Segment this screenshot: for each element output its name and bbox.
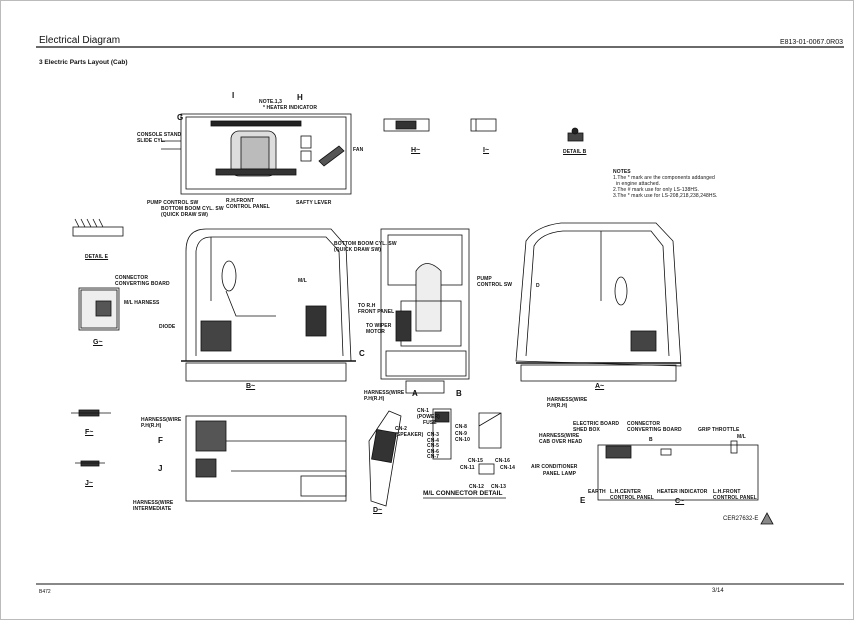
bottom-boom-label: BOTTOM BOOM CYL. SW (QUICK DRAW SW): [161, 206, 224, 218]
panel-lamp-label: PANEL LAMP: [543, 471, 577, 477]
cn16-label: CN-16: [495, 458, 510, 464]
cn8-label: CN-8: [455, 424, 468, 430]
view-a-label: A~: [595, 383, 605, 390]
view-c-label: C~: [675, 498, 685, 505]
fan-label: FAN: [353, 147, 364, 153]
cn9-label: CN-9: [455, 430, 468, 437]
figure-code: CER27632-E: [723, 516, 759, 522]
rear-harness-label: HARNESS(WIRE P.H(R.H): [547, 397, 588, 409]
section-marker-e: E: [580, 496, 586, 505]
front-harness-label: HARNESS(WIRE P.H(R.H): [364, 390, 405, 402]
section-marker-f: F: [158, 436, 163, 445]
ml-connector-detail-title: M/L CONNECTOR DETAIL: [423, 490, 503, 497]
note-1: 1.The * mark are the components addanged…: [613, 175, 715, 187]
section-heading: 3 Electric Parts Layout (Cab): [39, 59, 128, 66]
view-b-label: B~: [246, 383, 256, 390]
section-marker-d: D: [536, 283, 540, 289]
section-marker-i: I: [232, 91, 235, 100]
rh-front-panel-label: R.H.FRONT CONTROL PANEL: [226, 198, 270, 210]
top-view-drawing: [161, 113, 352, 195]
cn14-label: CN-14: [500, 465, 515, 471]
c-heater-indicator-label: HEATER INDICATOR: [657, 489, 708, 495]
cn12-label: CN-12: [469, 484, 484, 490]
g-ml-harness-label: M/L HARNESS: [124, 300, 160, 306]
floor-harness-intermediate-label: HARNESS(WIRE INTERMEDIATE: [133, 500, 174, 512]
c-connector-label: CONNECTOR CONVERTING BOARD: [627, 421, 682, 433]
side-ml-label: M/L: [298, 278, 307, 284]
floor-plan-drawing: [185, 415, 347, 502]
c-section-marker-b: B: [649, 437, 653, 443]
lh-center-panel-label: L.H.CENTER CONTROL PANEL: [610, 489, 654, 501]
section-marker-c: C: [359, 349, 365, 358]
front-view-drawing: [380, 228, 470, 394]
section-marker-j: J: [158, 464, 163, 473]
footer-code: B472: [39, 589, 51, 595]
c-view-drawing: [597, 440, 759, 501]
view-i-label: I~: [483, 147, 490, 154]
c-ml-label: M/L: [737, 434, 746, 440]
air-conditioner-label: AIR CONDITIONER: [531, 464, 578, 470]
section-marker-b: B: [456, 389, 462, 398]
cn1-label: CN-1 (POWER): [417, 408, 440, 420]
front-bottom-boom-label: BOTTOM BOOM CYL. SW (QUICK DRAW SW): [334, 241, 397, 253]
safty-lever-label: SAFTY LEVER: [296, 200, 332, 206]
view-f-label: F~: [85, 429, 94, 436]
detail-e-label: DETAIL E: [85, 254, 109, 260]
fuse-label: FUSE: [423, 420, 437, 426]
lh-front-panel-label: L.H.FRONT CONTROL PANEL: [713, 489, 757, 501]
cab-over-head-harness-label: HARNESS(WIRE CAB OVER HEAD: [539, 433, 583, 445]
section-marker-a: A: [412, 389, 418, 398]
diode-label: DIODE: [159, 324, 176, 330]
heater-indicator-label: * HEATER INDICATOR: [263, 105, 318, 111]
cn15-label: CN-15: [468, 458, 483, 464]
console-stand-label: CONSOLE STAND SLIDE CYL.: [137, 132, 182, 144]
electric-board-label: ELECTRIC BOARD SHED BOX: [573, 421, 620, 433]
document-code: E813-01-0067.0R03: [779, 39, 843, 46]
cn3-7-label: CN-3 CN-4 CN-5 CN-6 CN-7: [427, 432, 440, 460]
view-h-label: H~: [411, 147, 421, 154]
cn2-label: CN-2 (SPEAKER): [395, 426, 424, 438]
pump-control-label: PUMP CONTROL SW: [147, 200, 199, 206]
to-wiper-motor-label: TO WIPER MOTOR: [366, 323, 392, 335]
notes-title: NOTES: [613, 169, 631, 175]
g-connector-label: CONNECTOR CONVERTING BOARD: [115, 275, 170, 287]
to-rh-front-panel-label: TO R.H FRONT PANEL: [358, 303, 395, 315]
page-title: Electrical Diagram: [39, 35, 121, 46]
front-pump-label: PUMP CONTROL SW: [477, 276, 513, 288]
cn11-label: CN-11: [460, 464, 475, 471]
note-3: 3.The * mark use for LS-208,218,238,248H…: [613, 193, 718, 199]
grip-throttle-label: GRIP THROTTLE: [698, 427, 740, 433]
view-g-label: G~: [93, 339, 103, 346]
section-marker-h: H: [297, 93, 303, 102]
view-j-label: J~: [85, 480, 93, 487]
detail-b-label: DETAIL B: [563, 149, 587, 155]
right-side-view-drawing: [515, 222, 682, 382]
earth-label: EARTH: [588, 489, 606, 495]
note-2: 2.The # mark use for only LS-138HS.: [613, 187, 700, 193]
floor-harness-ph-label: HARNESS(WIRE P.H(R.H): [141, 417, 182, 429]
cn13-label: CN-13: [491, 484, 506, 490]
cn10-label: CN-10: [455, 437, 470, 443]
note-label: NOTE.1,3: [259, 99, 283, 105]
page-number: 3/14: [712, 588, 724, 594]
section-marker-g: G: [177, 113, 184, 122]
view-d-label: D~: [373, 507, 383, 514]
left-side-view-drawing: [181, 228, 356, 382]
